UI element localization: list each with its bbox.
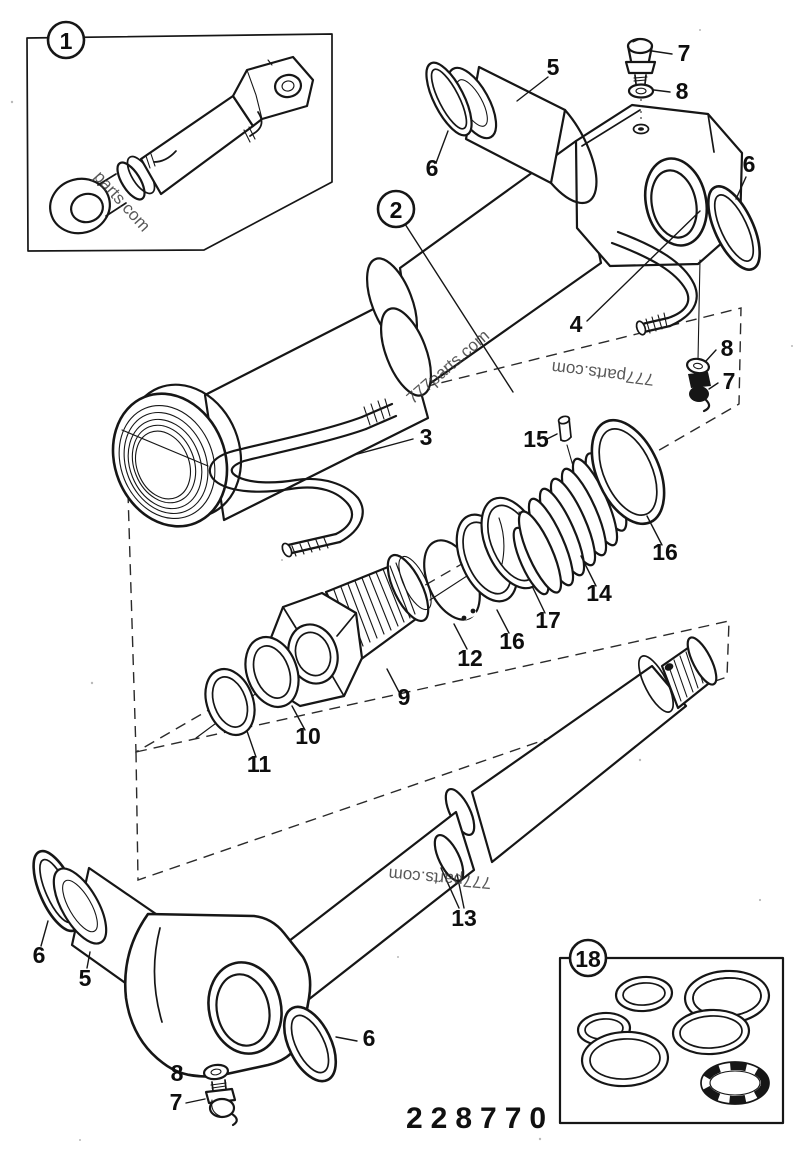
callout-12: 12 [457, 645, 483, 671]
seal-ring-top-left [425, 61, 473, 137]
callout-5-top: 5 [547, 54, 560, 80]
callout-9: 9 [398, 684, 411, 710]
rod-end-bore-inner [215, 973, 271, 1047]
seal-ring-bottom-right [282, 1005, 338, 1083]
callout-16-left: 16 [499, 628, 525, 654]
callout-5-bottom: 5 [79, 965, 92, 991]
grease-fitting-bottom [204, 1079, 238, 1127]
callout-6-top-right: 6 [743, 151, 756, 177]
callout-16-right: 16 [652, 539, 678, 565]
cylinder-cap-end-assembly [365, 103, 744, 397]
clevis-bore-outer [643, 157, 709, 247]
washer-bottom [202, 1063, 230, 1081]
callouts: 1 2 18 3 4 5 5 6 6 6 6 7 7 7 8 8 8 9 10 … [33, 20, 756, 1115]
grease-fitting-top [624, 37, 657, 85]
inset-assembled-view [26, 33, 333, 252]
assembled-cylinder-thumbnail [49, 55, 315, 235]
callout-18-circle [568, 938, 608, 978]
callout-10: 10 [295, 723, 321, 749]
rod-end-group [32, 810, 476, 1127]
seal-kit-rings [576, 969, 771, 1105]
piston-rod-13 [444, 636, 718, 864]
callout-17: 17 [535, 607, 561, 633]
hydraulic-line-4 [610, 230, 698, 336]
callout-8-bottom: 8 [171, 1060, 184, 1086]
callout-13: 13 [451, 905, 477, 931]
hydraulic-line-3 [208, 398, 398, 558]
callout-1: 1 [60, 28, 73, 54]
callout-6-bottom-left: 6 [33, 942, 46, 968]
callout-11: 11 [247, 751, 272, 777]
callout-2: 2 [390, 197, 403, 223]
group-boundary-upper [126, 307, 742, 754]
callout-6-top-left: 6 [426, 155, 439, 181]
inset-seal-kit [558, 956, 785, 1125]
rod-break-symbol [433, 834, 465, 882]
gland-nut-9 [265, 553, 432, 708]
group-boundary-lower [135, 620, 730, 881]
cylinder-barrel-tube [111, 296, 430, 528]
part-number: 228770 [406, 1102, 554, 1135]
leader-lines [40, 50, 747, 1104]
lock-pin-15 [557, 415, 574, 467]
callout-4: 4 [570, 311, 583, 337]
clevis-bore-inner [650, 169, 698, 239]
callout-3: 3 [420, 424, 433, 450]
watermark-mid-inverted: 777parts.com [551, 358, 656, 389]
striped-o-ring [700, 1061, 770, 1105]
washer-top [627, 83, 655, 122]
callout-8-top: 8 [676, 78, 689, 104]
seal-ring-top-right [707, 185, 761, 271]
callout-7-right: 7 [723, 368, 736, 394]
seal-ring-16-right [590, 418, 666, 526]
callout-7-top: 7 [678, 40, 691, 66]
callout-7-bottom: 7 [170, 1089, 183, 1115]
o-ring-11 [204, 667, 256, 737]
callout-6-bottom-right: 6 [363, 1025, 376, 1051]
grease-fitting-right [685, 259, 711, 413]
callout-18: 18 [575, 946, 601, 972]
callout-14: 14 [586, 580, 612, 606]
callout-2-circle [376, 189, 416, 229]
callout-15: 15 [523, 426, 549, 452]
pivot-bushing-top [446, 65, 598, 205]
rod-end-bore-outer [207, 961, 283, 1055]
backup-ring-10 [244, 636, 300, 708]
tube-break-symbol [379, 307, 433, 397]
callout-8-right: 8 [721, 335, 734, 361]
callout-1-circle [46, 20, 86, 60]
